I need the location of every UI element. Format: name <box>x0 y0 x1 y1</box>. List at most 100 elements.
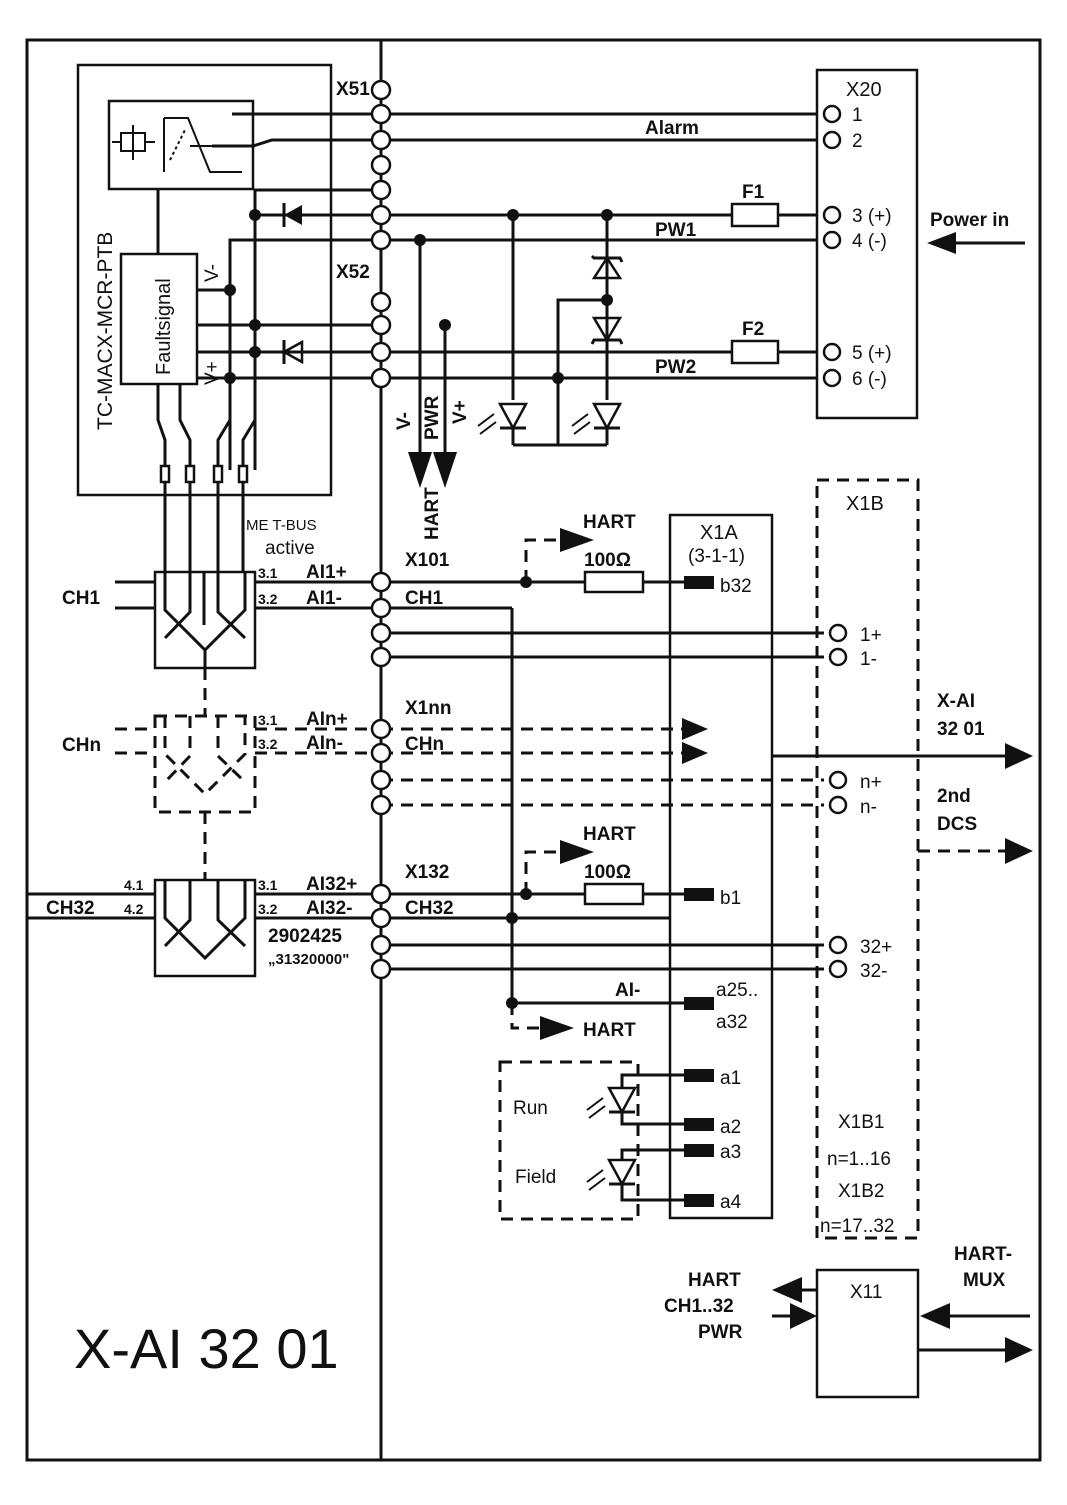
alarm-label: Alarm <box>645 118 699 139</box>
x1b-term-nm: n- <box>860 797 877 818</box>
metbus-label: ME T-BUS <box>246 517 317 534</box>
vplus-label: V+ <box>202 361 223 385</box>
zener-1-icon <box>591 255 623 280</box>
chn-arrow-2 <box>682 742 708 764</box>
power-in-label: Power in <box>930 210 1009 231</box>
res-ch32-label: 100Ω <box>584 862 631 883</box>
dcs-label-1: 2nd <box>937 786 971 807</box>
hart-in-label-3: PWR <box>698 1322 743 1343</box>
bus-vplus-label: V+ <box>450 400 471 424</box>
pin-b1: b1 <box>720 888 741 909</box>
chn-pin-31: 3.1 <box>258 712 278 728</box>
led-pw1-icon <box>497 402 529 431</box>
x1b-term-32m: 32- <box>860 961 887 982</box>
x52-label: X52 <box>336 262 370 283</box>
x1b-box <box>815 478 920 1240</box>
res-ch1-label: 100Ω <box>584 550 631 571</box>
pin-a1: a1 <box>720 1068 741 1089</box>
vminus-label: V- <box>202 264 223 282</box>
diode-2-icon <box>281 339 304 365</box>
page-title: X-AI 32 01 <box>74 1317 339 1380</box>
faultsignal-label: Faultsignal <box>153 278 175 375</box>
fuse-f2 <box>730 339 780 365</box>
bus-vminus-label: V- <box>394 412 415 430</box>
hart-ch32-label: HART <box>583 824 636 845</box>
x132-label: X132 <box>405 862 449 883</box>
resistor-ch1 <box>583 570 645 594</box>
resistor-ch32 <box>583 882 645 906</box>
field-led-icon <box>606 1158 638 1187</box>
x1-terminals <box>370 571 392 980</box>
x1a-label: X1A <box>700 522 738 544</box>
hart-in-label-2: CH1..32 <box>664 1296 734 1317</box>
dcs-label-2: DCS <box>937 814 977 835</box>
x1a-sub-label: (3-1-1) <box>688 546 745 567</box>
fuse-f1 <box>730 202 780 228</box>
hart-arrow-ch1 <box>560 528 594 552</box>
ainp-label: AIn+ <box>306 709 348 730</box>
pin-b32: b32 <box>720 576 752 597</box>
x11-label: X11 <box>850 1282 882 1303</box>
ch32-pin-32: 3.2 <box>258 901 278 917</box>
ch1-left-label: CH1 <box>62 588 100 609</box>
ch32-pin-41: 4.1 <box>124 877 144 893</box>
run-label: Run <box>513 1098 548 1119</box>
x20-term-3: 3 (+) <box>852 206 892 227</box>
ch32-pin-42: 4.2 <box>124 901 144 917</box>
x1a-box <box>668 513 774 1220</box>
active-label: active <box>265 538 315 559</box>
x11-box <box>815 1268 920 1399</box>
x11-in-arrow <box>790 1303 817 1329</box>
hart-bottom-label: HART <box>583 1020 636 1041</box>
xai-output-arrow <box>1005 743 1033 769</box>
led-panel <box>498 1060 640 1221</box>
pin-a32: a32 <box>716 1012 748 1033</box>
x1b2-label: X1B2 <box>838 1181 884 1202</box>
ch32-right-label: CH32 <box>405 898 454 919</box>
x1b2-range: n=17..32 <box>820 1216 895 1237</box>
f2-label: F2 <box>742 319 764 340</box>
ch32-connector <box>153 878 257 978</box>
ai32m-label: AI32- <box>306 898 352 919</box>
x101-label: X101 <box>405 550 450 571</box>
ch1-right-label: CH1 <box>405 588 443 609</box>
dcs-output-arrow <box>1005 838 1033 864</box>
diode-1-icon <box>284 205 302 225</box>
x1b1-label: X1B1 <box>838 1112 884 1133</box>
hartmux-label-2: MUX <box>963 1270 1006 1291</box>
x1b-label: X1B <box>846 493 884 515</box>
x1b-term-1m: 1- <box>860 649 877 670</box>
x20-label: X20 <box>846 79 882 101</box>
hart-in-label-1: HART <box>688 1270 741 1291</box>
bus-pwr-label: PWR <box>422 395 443 440</box>
chn-pin-32: 3.2 <box>258 736 278 752</box>
bus-arrow-vplus <box>433 452 457 488</box>
chn-right-label: CHn <box>405 734 444 755</box>
pin-a25: a25.. <box>716 980 758 1001</box>
hart-arrow-bottom <box>540 1016 574 1040</box>
x11-out-arrow <box>772 1277 802 1303</box>
f1-label: F1 <box>742 182 765 203</box>
led-pw2-icon <box>591 402 623 431</box>
ch1-pin-31: 3.1 <box>258 565 278 581</box>
x1b-term-1p: 1+ <box>860 625 882 646</box>
part-code: „31320000" <box>268 951 349 968</box>
hart-ch1-label: HART <box>583 512 636 533</box>
x1b1-range: n=1..16 <box>827 1149 891 1170</box>
chn-left-label: CHn <box>62 735 101 756</box>
hartmux-in-arrow <box>920 1303 950 1329</box>
x20-term-1: 1 <box>852 105 863 126</box>
x51-x52-terminals <box>370 79 392 389</box>
xai-label-2: 32 01 <box>937 719 985 740</box>
x20-term-6: 6 (-) <box>852 369 887 390</box>
ai-minus-label: AI- <box>615 980 640 1001</box>
faultsignal-box <box>119 252 199 386</box>
power-in-arrow <box>927 232 956 254</box>
hartmux-label-1: HART- <box>954 1244 1012 1265</box>
bus-arrow-vminus <box>408 452 432 488</box>
ch32-left-label: CH32 <box>46 898 95 919</box>
pin-a4: a4 <box>720 1192 742 1213</box>
ai1p-label: AI1+ <box>306 562 347 583</box>
xai-label-1: X-AI <box>937 691 975 712</box>
